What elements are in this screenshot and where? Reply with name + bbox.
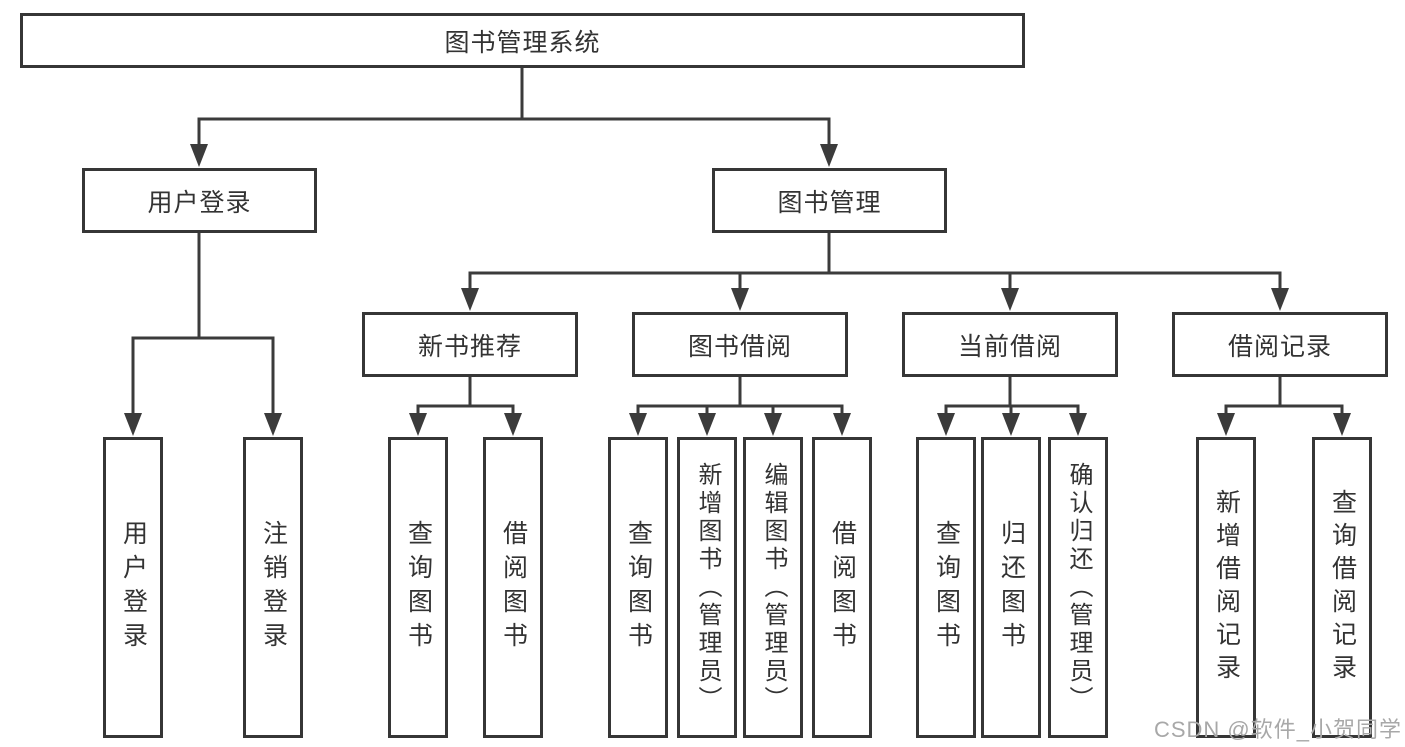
leaf-return-books: 归还图书 [981,437,1041,738]
leaf-borrow-books: 借阅图书 [812,437,872,738]
leaf-label: 查询图书 [404,519,433,656]
arrowheads [124,144,1351,436]
leaf-logout: 注销登录 [243,437,303,738]
node-current-borrow: 当前借阅 [902,312,1118,377]
leaf-edit-books-admin: 编辑图书（管理员） [743,437,803,738]
node-label: 图书管理系统 [444,28,601,57]
node-label: 图书管理 [777,188,882,217]
leaf-query-books-borrow: 查询图书 [608,437,668,738]
leaf-add-borrow-record: 新增借阅记录 [1196,437,1256,738]
leaf-label: 确认归还（管理员） [1065,461,1092,714]
csdn-watermark: CSDN @软件_小贺同学 [1153,717,1402,742]
leaf-label: 借阅图书 [828,519,857,656]
node-book-borrow: 图书借阅 [632,312,848,377]
leaf-label: 新增图书（管理员） [694,461,721,714]
leaf-label: 注销登录 [259,519,288,656]
node-label: 当前借阅 [957,332,1062,361]
node-label: 借阅记录 [1227,332,1332,361]
node-label: 用户登录 [147,188,252,217]
leaf-user-login: 用户登录 [103,437,163,738]
leaf-label: 用户登录 [119,519,148,656]
leaf-add-books-admin: 新增图书（管理员） [677,437,737,738]
node-book-management-module: 图书管理 [712,168,947,233]
leaf-label: 查询图书 [624,519,653,656]
leaf-label: 新增借阅记录 [1212,488,1241,687]
node-user-login-module: 用户登录 [82,168,317,233]
node-label: 图书借阅 [687,332,792,361]
leaf-label: 归还图书 [997,519,1026,656]
node-borrow-record: 借阅记录 [1172,312,1388,377]
node-label: 新书推荐 [417,332,522,361]
leaf-label: 借阅图书 [499,519,528,656]
node-system-root: 图书管理系统 [20,13,1025,68]
leaf-label: 查询借阅记录 [1328,488,1357,687]
leaf-label: 编辑图书（管理员） [760,461,787,714]
leaf-confirm-return-admin: 确认归还（管理员） [1048,437,1108,738]
leaf-query-borrow-record: 查询借阅记录 [1312,437,1372,738]
leaf-query-books-recommend: 查询图书 [388,437,448,738]
leaf-query-books-current: 查询图书 [916,437,976,738]
leaf-borrow-books-recommend: 借阅图书 [483,437,543,738]
node-new-book-recommend: 新书推荐 [362,312,578,377]
leaf-label: 查询图书 [932,519,961,656]
